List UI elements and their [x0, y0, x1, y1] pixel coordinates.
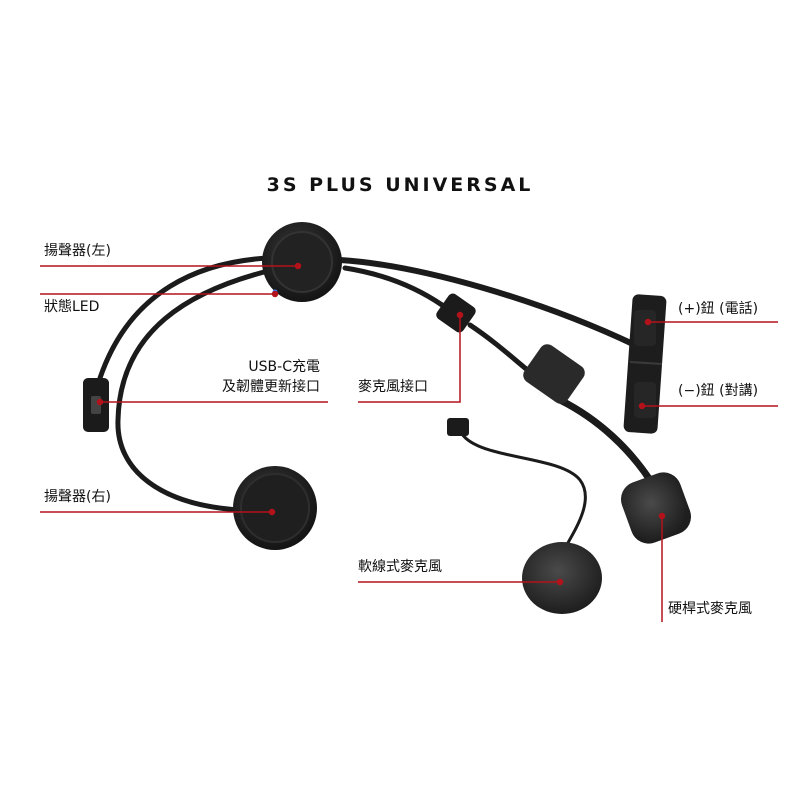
cable-to-controller — [337, 257, 638, 348]
mount-clamp — [523, 344, 585, 404]
cable-left-speaker-to-usb — [97, 255, 271, 381]
usb-c-connector — [83, 378, 109, 432]
label-status-led: 狀態LED — [44, 299, 100, 315]
label-minus-button: (−)鈕 (對講) — [678, 383, 759, 399]
label-plus-button: (+)鈕 (電話) — [678, 301, 759, 317]
label-usbc-line2: 及韌體更新接口 — [222, 379, 320, 395]
mic-port-connector — [436, 293, 476, 333]
plus-button-shape — [634, 310, 656, 346]
soft-mic-foam — [522, 542, 602, 614]
label-mic-port: 麥克風接口 — [358, 379, 428, 395]
boom-mic-foam — [620, 472, 692, 544]
boom-arm — [556, 396, 654, 484]
controller-unit — [623, 294, 667, 434]
product-title: 3S PLUS UNIVERSAL — [266, 174, 534, 196]
minus-button-shape — [634, 382, 656, 418]
cable-to-mic-port — [342, 265, 445, 308]
speaker-right-unit — [233, 466, 317, 550]
label-speaker-left: 揚聲器(左) — [44, 243, 111, 259]
speaker-left-unit — [262, 222, 342, 302]
label-boom-mic: 硬桿式麥克風 — [668, 601, 752, 617]
soft-mic-connector — [447, 418, 469, 436]
cable-soft-mic — [460, 432, 587, 550]
label-speaker-right: 揚聲器(右) — [44, 489, 111, 505]
label-usbc-line1: USB-C充電 — [248, 359, 320, 375]
callout-mic-port — [358, 315, 461, 403]
label-soft-mic: 軟線式麥克風 — [358, 559, 442, 575]
